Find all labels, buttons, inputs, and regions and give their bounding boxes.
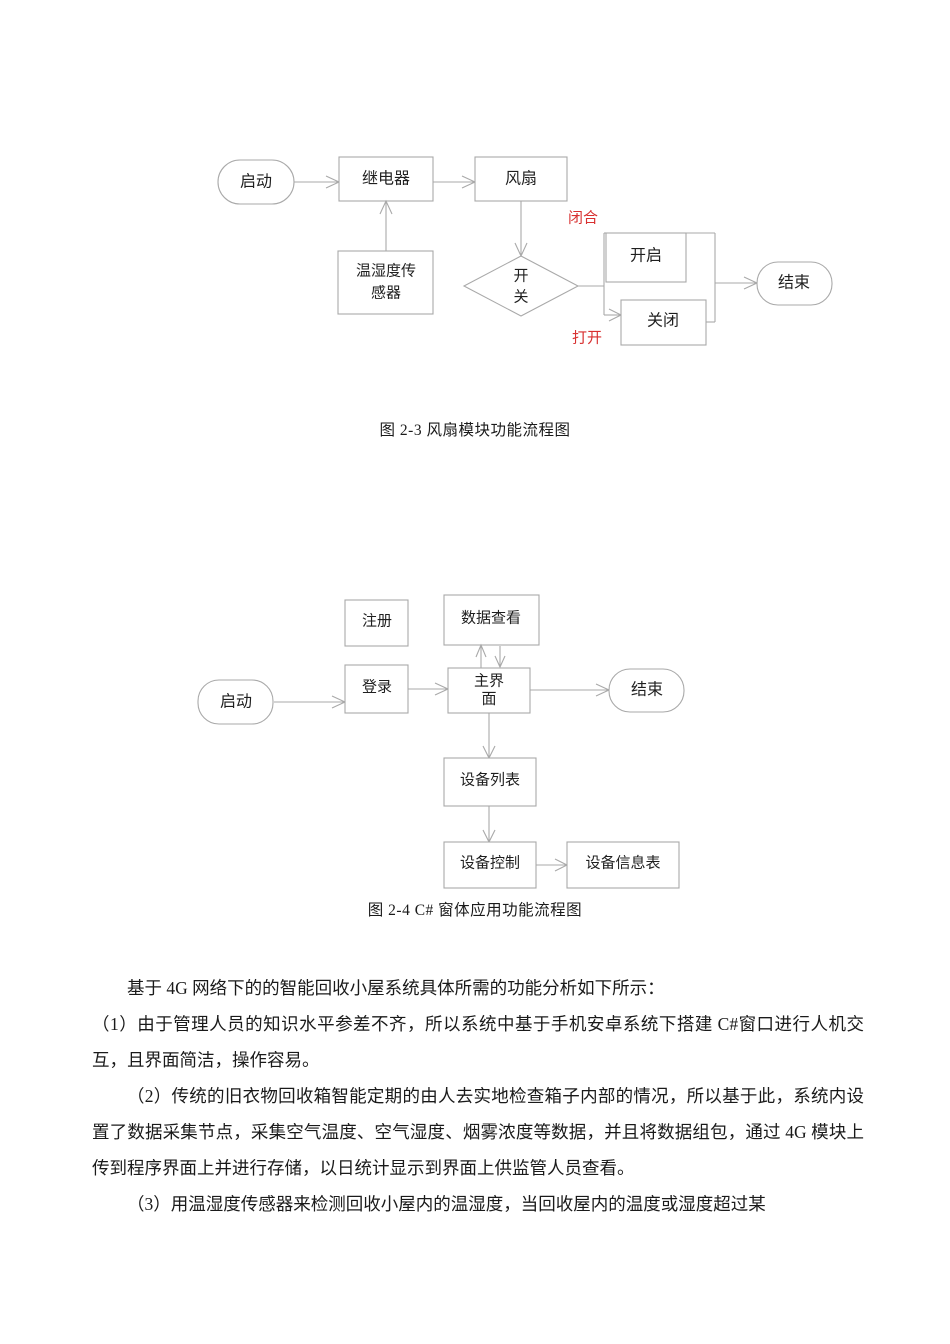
node-relay-label: 继电器 [362,170,410,188]
figure-csharp-caption: 图 2-4 C# 窗体应用功能流程图 [367,902,583,919]
node-device-list-shape [443,757,537,807]
figure-fan-caption: 图 2-3 风扇模块功能流程图 [379,422,571,439]
node-end-label: 结束 [631,681,663,699]
edge-sensor-to-relay-arrow [379,199,393,215]
node-sensor-label-line1: 温湿度传 [356,262,416,279]
node-end-shape [756,261,833,306]
node-main-ui-label-line1: 主界 [474,672,504,689]
node-open-label: 开启 [630,247,662,265]
figure-csharp-app-flowchart: 启动 注册 登录 数据查看 主界 面 [0,570,950,900]
node-close-label: 关闭 [647,312,679,330]
node-data-view-label: 数据查看 [461,609,521,626]
edge-label-closed: 闭合 [568,209,598,226]
fan-flowchart-svg: 启动 继电器 风扇 温湿度传 感器 开 [217,156,833,346]
paragraph-item-2: （2）传统的旧衣物回收箱智能定期的由人去实地检查箱子内部的情况，所以基于此，系统… [92,1086,864,1178]
node-device-control-shape [443,841,537,889]
node-data-view-shape [443,594,540,646]
edge-label-opened: 打开 [572,329,602,346]
node-switch-shape [462,255,580,317]
node-end-label: 结束 [778,274,810,292]
figure-fan-module-flowchart: 启动 继电器 风扇 温湿度传 感器 开 [0,120,950,420]
node-switch-label-line1: 开 [513,268,528,284]
node-login-label: 登录 [362,678,392,695]
node-device-info-table-label: 设备信息表 [585,854,660,871]
node-sensor-label-line2: 感器 [371,284,401,301]
node-main-ui-label-line2: 面 [481,691,496,707]
edge-main-to-dataview-up-arrow [475,643,487,658]
node-device-list-label: 设备列表 [460,771,520,788]
paragraph-item-3: （3）用温湿度传感器来检测回收小屋内的温湿度，当回收屋内的温度或湿度超过某 [127,1194,766,1214]
csharp-flowchart-svg: 启动 注册 登录 数据查看 主界 面 [197,594,685,889]
node-relay-shape [338,156,434,202]
node-end-shape [608,668,685,713]
node-open-shape [605,232,687,283]
node-device-control-label: 设备控制 [460,854,520,871]
node-device-info-table-shape [566,841,680,889]
node-sensor-shape [337,250,434,315]
node-fan-shape [474,156,568,202]
node-login-shape [344,664,409,714]
node-register-label: 注册 [362,612,392,629]
node-start-label: 启动 [240,173,272,191]
paragraph-intro: 基于 4G 网络下的的智能回收小屋系统具体所需的功能分析如下所示： [127,978,665,998]
node-switch-label-line2: 关 [513,288,528,305]
node-fan-label: 风扇 [505,170,537,188]
edge-dataview-to-main-down-arrow [494,655,506,669]
node-start-label: 启动 [220,693,252,711]
node-register-shape [344,599,409,647]
node-start-shape [197,679,274,725]
paragraph-item-1: （1）由于管理人员的知识水平参差不齐，所以系统中基于手机安卓系统下搭建 C#窗口… [92,1014,864,1070]
